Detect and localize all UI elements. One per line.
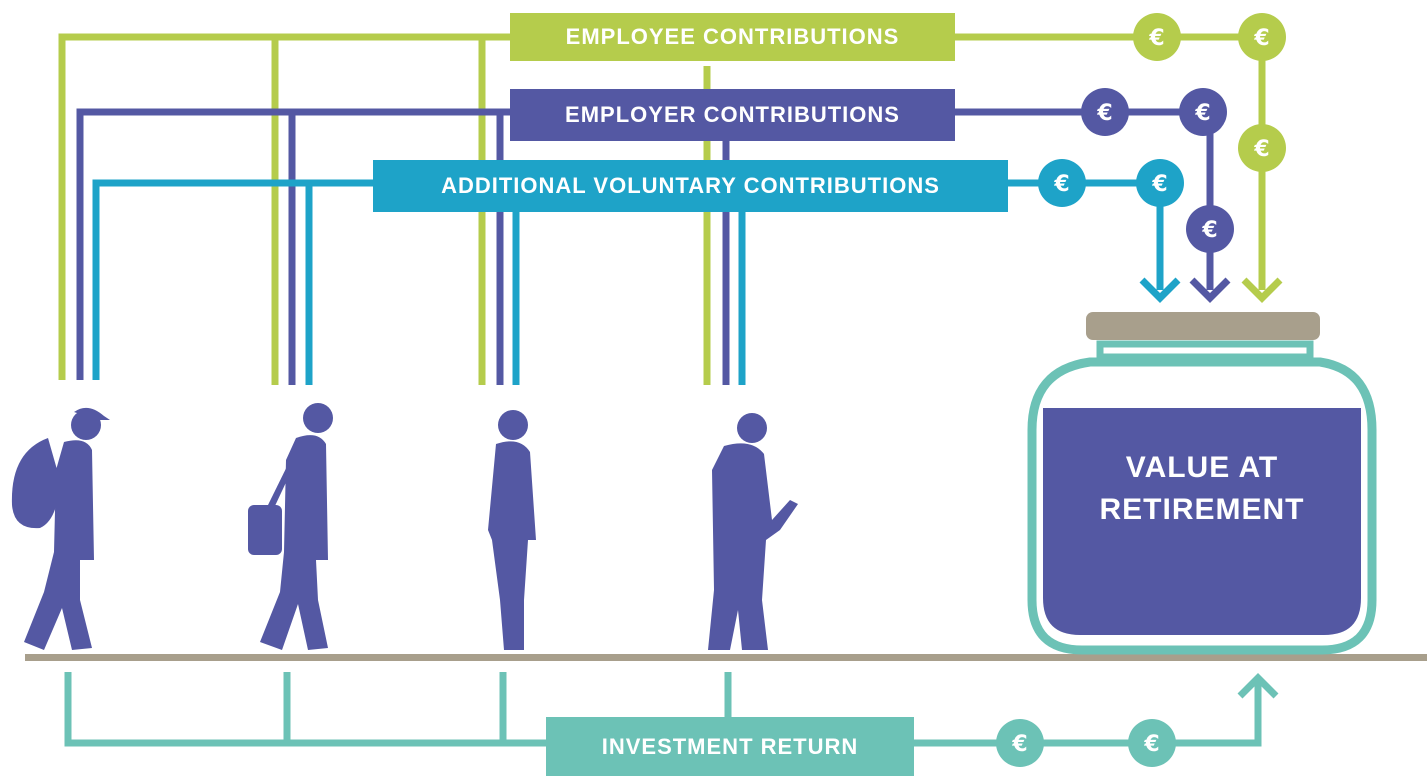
jar-neck bbox=[1096, 340, 1314, 361]
svg-text:€: € bbox=[1253, 26, 1269, 51]
jar-body-outline bbox=[1027, 357, 1377, 655]
svg-text:€: € bbox=[1096, 101, 1112, 126]
employee-coin-euro-icon: € bbox=[1238, 124, 1286, 172]
employee-coin-euro-icon: € bbox=[1133, 13, 1181, 61]
avc-contribution-lines bbox=[92, 179, 1181, 385]
svg-text:€: € bbox=[1143, 732, 1159, 757]
svg-text:€: € bbox=[1148, 26, 1164, 51]
employer-coin-euro-icon: € bbox=[1081, 88, 1129, 136]
person-4-man-phone-silhouette bbox=[708, 413, 798, 650]
employer-contributions-label: EMPLOYER CONTRIBUTIONS bbox=[510, 89, 955, 141]
jar-label-line-2: RETIREMENT bbox=[1099, 493, 1305, 526]
euro-coins: € € € € € € € € € € bbox=[996, 13, 1286, 767]
jar-lid bbox=[1086, 312, 1320, 340]
jar-label-line-1: VALUE AT bbox=[1125, 451, 1279, 484]
person-1-hiker-silhouette bbox=[11, 407, 110, 650]
avc-label: ADDITIONAL VOLUNTARY CONTRIBUTIONS bbox=[373, 160, 1008, 212]
employer-coin-euro-icon: € bbox=[1179, 88, 1227, 136]
retirement-jar bbox=[1027, 312, 1377, 655]
employee-contributions-label: EMPLOYEE CONTRIBUTIONS bbox=[510, 13, 955, 61]
investment-return-label: INVESTMENT RETURN bbox=[546, 717, 914, 776]
person-3-woman-silhouette bbox=[488, 410, 536, 650]
svg-text:€: € bbox=[1201, 218, 1217, 243]
svg-text:€: € bbox=[1253, 137, 1269, 162]
investment-return-lines bbox=[64, 672, 1279, 747]
ground-line bbox=[25, 654, 1427, 661]
svg-text:€: € bbox=[1053, 172, 1069, 197]
jar-contents bbox=[1043, 408, 1361, 635]
avc-coin-euro-icon: € bbox=[1136, 159, 1184, 207]
investment-coin-euro-icon: € bbox=[1128, 719, 1176, 767]
svg-text:€: € bbox=[1151, 172, 1167, 197]
employee-coin-euro-icon: € bbox=[1238, 13, 1286, 61]
employer-coin-euro-icon: € bbox=[1186, 205, 1234, 253]
employer-contribution-lines bbox=[76, 108, 1231, 385]
avc-coin-euro-icon: € bbox=[1038, 159, 1086, 207]
svg-text:€: € bbox=[1194, 101, 1210, 126]
investment-coin-euro-icon: € bbox=[996, 719, 1044, 767]
svg-text:€: € bbox=[1011, 732, 1027, 757]
person-2-commuter-silhouette bbox=[248, 403, 333, 650]
